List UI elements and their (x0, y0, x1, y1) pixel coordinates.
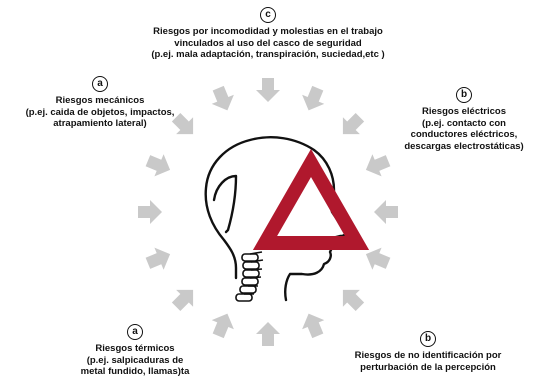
risk-line: (p.ej. mala adaptación, transpiración, s… (118, 49, 418, 61)
risk-line: metal fundido, llamas)ta (55, 366, 215, 378)
inward-arrow-icon (334, 109, 368, 143)
risk-upper-left-block: a Riesgos mecánicos (p.ej. caida de obje… (10, 76, 190, 130)
letter-badge: a (92, 76, 108, 92)
inward-arrow-icon (298, 309, 329, 340)
risk-line: atrapamiento lateral) (10, 118, 190, 130)
inward-arrow-icon (298, 84, 329, 115)
risk-lower-right-block: b Riesgos de no identificación por pertu… (338, 331, 518, 373)
risk-line: Riesgos térmicos (55, 343, 215, 355)
spine-icon (236, 252, 263, 301)
risk-line: Riesgos de no identificación por (338, 350, 518, 362)
risk-line: (p.ej. salpicaduras de (55, 355, 215, 367)
letter-badge: a (127, 324, 143, 340)
risk-line: vinculados al uso del casco de seguridad (118, 38, 418, 50)
risk-line: Riesgos eléctricos (396, 106, 532, 118)
warning-triangle-icon (265, 163, 357, 243)
risk-line: conductores eléctricos, (396, 129, 532, 141)
letter-badge: c (260, 7, 276, 23)
inward-arrow-icon (256, 322, 280, 346)
risk-line: (p.ej. caida de objetos, impactos, (10, 107, 190, 119)
risk-upper-right-block: b Riesgos eléctricos (p.ej. contacto con… (396, 87, 532, 152)
risk-line: perturbación de la percepción (338, 362, 518, 374)
inward-arrow-icon (374, 200, 398, 224)
inward-arrow-icon (138, 200, 162, 224)
inward-arrow-icon (207, 84, 238, 115)
risk-line: Riesgos por incomodidad y molestias en e… (118, 26, 418, 38)
risk-lower-left-block: a Riesgos térmicos (p.ej. salpicaduras d… (55, 324, 215, 378)
inward-arrow-icon (168, 281, 202, 315)
risk-line: (p.ej. contacto con (396, 118, 532, 130)
inward-arrow-icon (143, 243, 174, 274)
inward-arrow-icon (143, 150, 174, 181)
risk-line: descargas electrostáticas) (396, 141, 532, 153)
risk-line: Riesgos mecánicos (10, 95, 190, 107)
risk-top-block: c Riesgos por incomodidad y molestias en… (118, 7, 418, 61)
inward-arrow-icon (334, 281, 368, 315)
inward-arrow-icon (256, 78, 280, 102)
letter-badge: b (456, 87, 472, 103)
inward-arrow-icon (361, 150, 392, 181)
letter-badge: b (420, 331, 436, 347)
